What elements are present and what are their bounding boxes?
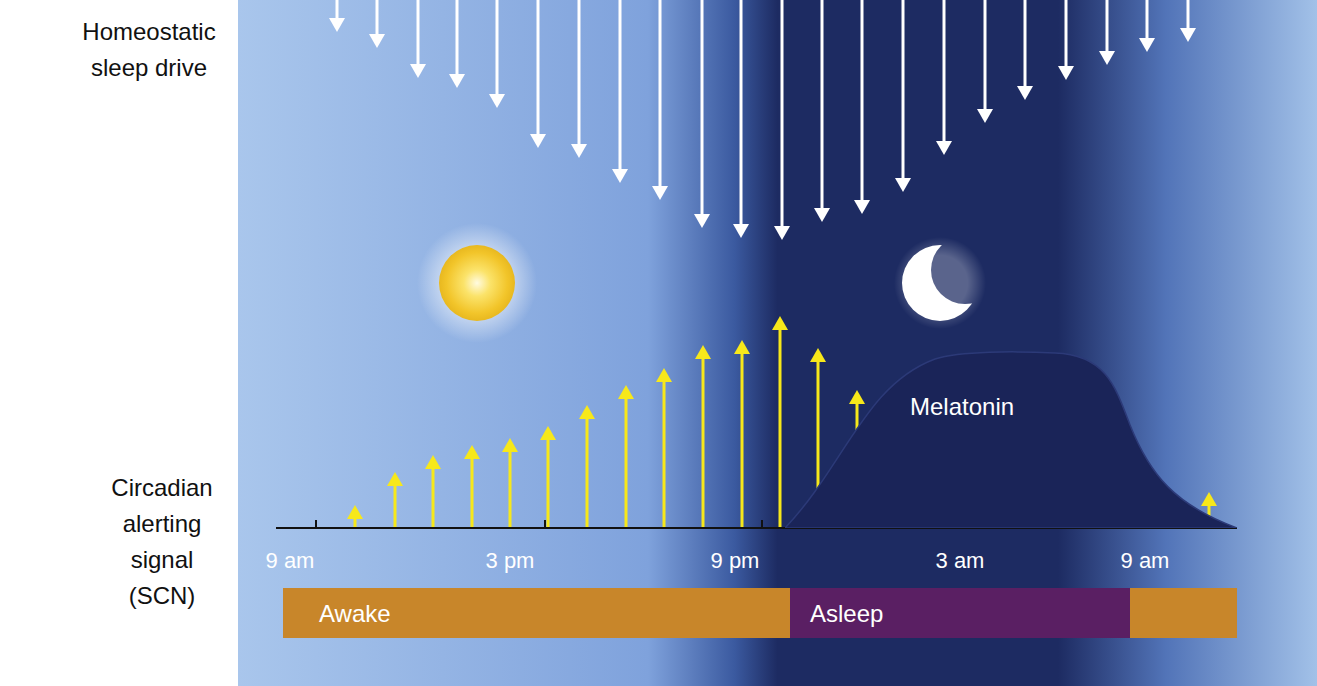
- arrow-head: [733, 224, 749, 238]
- arrow-head: [410, 64, 426, 78]
- arrow-shaft: [701, 0, 704, 216]
- arrow-shaft: [376, 0, 379, 36]
- arrow-head: [895, 178, 911, 192]
- arrow-shaft: [496, 0, 499, 96]
- arrow-shaft: [984, 0, 987, 111]
- arrow-head: [814, 208, 830, 222]
- arrow-head: [540, 426, 556, 440]
- arrow-shaft: [861, 0, 864, 202]
- tick-label: 3 am: [920, 544, 1000, 577]
- node-text: Melatonin: [910, 393, 1014, 421]
- arrow-head: [772, 316, 788, 330]
- axis-title: Homeostatic sleep drive: [30, 14, 224, 86]
- arrow-shaft: [509, 450, 512, 527]
- melatonin-curve: Melatonin: [785, 345, 1237, 528]
- arrow-shaft: [740, 0, 743, 226]
- tick-label: 3 pm: [470, 544, 550, 577]
- arrow-shaft: [779, 328, 782, 527]
- node-text: Awake: [319, 600, 391, 628]
- awake-bar: [1130, 588, 1237, 638]
- arrow-shaft: [943, 0, 946, 143]
- arrow-head: [774, 226, 790, 240]
- melatonin-shape: [785, 345, 1237, 528]
- arrow-head: [571, 144, 587, 158]
- arrow-head: [464, 445, 480, 459]
- arrow-shaft: [781, 0, 784, 228]
- sky-background: [238, 0, 1317, 686]
- arrow-shaft: [578, 0, 581, 146]
- arrow-head: [1201, 492, 1217, 506]
- arrow-shaft: [625, 397, 628, 527]
- arrow-head: [329, 18, 345, 32]
- sleep-drive-arrows: [329, 0, 1196, 240]
- arrow-shaft: [663, 380, 666, 527]
- arrow-shaft: [1106, 0, 1109, 53]
- arrow-shaft: [902, 0, 905, 180]
- arrow-head: [425, 455, 441, 469]
- arrow-head: [449, 74, 465, 88]
- arrow-shaft: [456, 0, 459, 76]
- arrow-head: [579, 405, 595, 419]
- arrow-head: [347, 505, 363, 519]
- moon: [902, 245, 978, 321]
- asleep-bar: Asleep: [790, 588, 1130, 638]
- arrow-shaft: [432, 467, 435, 527]
- axis-title: Circadian alerting signal (SCN): [50, 470, 224, 614]
- arrow-shaft: [1187, 0, 1190, 30]
- arrow-head: [977, 109, 993, 123]
- sun: [439, 245, 515, 321]
- arrow-head: [612, 169, 628, 183]
- arrow-shaft: [821, 0, 824, 210]
- tick-label: 9 am: [1105, 544, 1185, 577]
- arrow-head: [734, 340, 750, 354]
- arrow-head: [854, 200, 870, 214]
- arrow-head: [369, 34, 385, 48]
- arrow-head: [502, 438, 518, 452]
- arrow-shaft: [394, 484, 397, 527]
- tick-label: 9 am: [250, 544, 330, 577]
- arrow-head: [810, 348, 826, 362]
- arrow-head: [1180, 28, 1196, 42]
- arrow-head: [1017, 86, 1033, 100]
- moon-glow: [894, 237, 986, 329]
- arrow-head: [530, 134, 546, 148]
- arrow-shaft: [537, 0, 540, 136]
- arrow-shaft: [702, 357, 705, 527]
- arrow-head: [656, 368, 672, 382]
- melatonin-hump: [785, 352, 1237, 528]
- arrow-shaft: [1146, 0, 1149, 40]
- arrow-shaft: [417, 0, 420, 66]
- node-text: Asleep: [810, 600, 883, 628]
- arrow-shaft: [471, 457, 474, 527]
- tick-label: 9 pm: [695, 544, 775, 577]
- arrow-head: [1058, 66, 1074, 80]
- arrow-shaft: [1024, 0, 1027, 88]
- arrow-head: [652, 186, 668, 200]
- arrow-shaft: [659, 0, 662, 188]
- arrow-head: [694, 214, 710, 228]
- arrow-shaft: [586, 417, 589, 527]
- arrow-shaft: [336, 0, 339, 20]
- awake-bar: Awake: [283, 588, 790, 638]
- arrow-shaft: [547, 438, 550, 527]
- sun-glow: [417, 223, 537, 343]
- arrow-head: [387, 472, 403, 486]
- arrow-head: [695, 345, 711, 359]
- arrow-shaft: [741, 352, 744, 527]
- arrow-shaft: [619, 0, 622, 171]
- arrow-head: [618, 385, 634, 399]
- arrow-head: [849, 390, 865, 404]
- arrow-shaft: [1065, 0, 1068, 68]
- arrow-head: [1099, 51, 1115, 65]
- arrow-head: [1139, 38, 1155, 52]
- arrow-head: [936, 141, 952, 155]
- arrow-head: [489, 94, 505, 108]
